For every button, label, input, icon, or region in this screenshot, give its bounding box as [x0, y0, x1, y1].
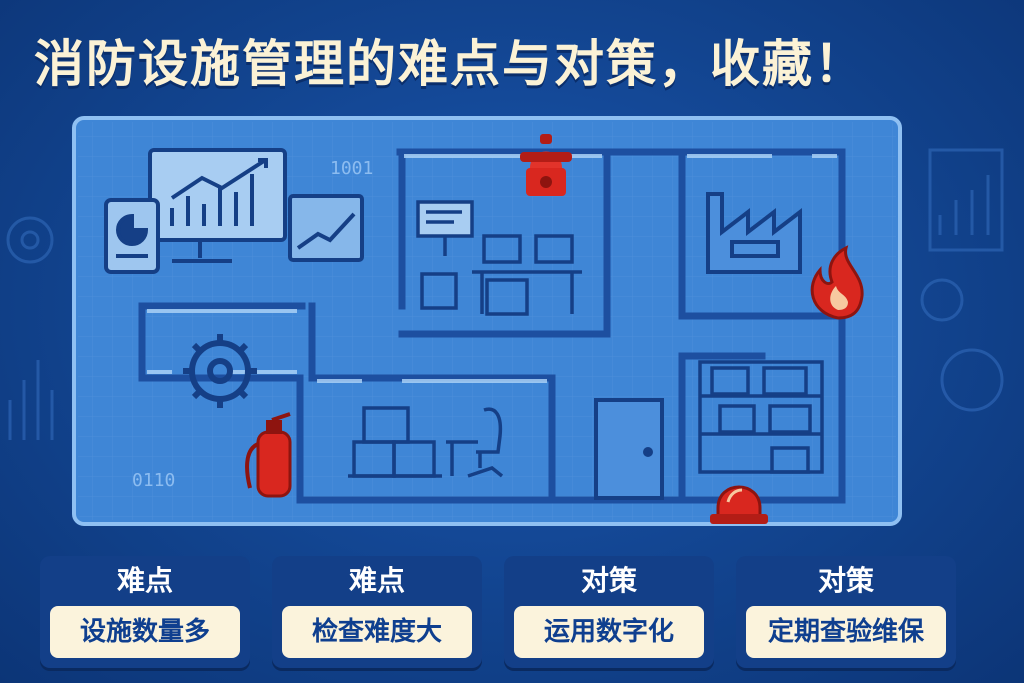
page-title: 消防设施管理的难点与对策，收藏！ — [34, 35, 866, 93]
plan-walls — [138, 148, 846, 504]
card-heading: 对策 — [817, 564, 874, 597]
flame-icon — [810, 245, 864, 320]
fire-extinguisher-icon — [245, 412, 292, 498]
gear-decor-icon — [920, 278, 964, 322]
shelf-icon — [698, 360, 824, 474]
binary-label-bottom: 0110 — [132, 470, 175, 491]
left-decoration — [6, 216, 54, 440]
alarm-decor-icon — [940, 348, 1004, 412]
alarm-light-icon — [710, 485, 768, 524]
card-solution-1: 对策 运用数字化 — [504, 556, 714, 668]
bar-decor-icon — [8, 360, 54, 440]
binary-label-top: 1001 — [330, 158, 373, 179]
card-difficulty-2: 难点 检查难度大 — [272, 556, 482, 668]
boxes-icon — [348, 406, 442, 478]
door-icon — [594, 398, 664, 500]
factory-icon — [706, 192, 802, 274]
pie-tablet-icon — [104, 198, 160, 274]
fire-hydrant-icon — [520, 134, 572, 196]
card-solution-2: 对策 定期查验维保 — [736, 556, 956, 668]
card-text: 检查难度大 — [282, 606, 472, 658]
secondary-monitor-icon — [288, 194, 364, 262]
card-text: 运用数字化 — [514, 606, 704, 658]
card-heading: 对策 — [580, 564, 637, 597]
office-desk-icon — [416, 200, 582, 316]
gear-decor-icon — [6, 216, 54, 264]
chart-decor-icon — [928, 148, 1004, 252]
card-heading: 难点 — [116, 564, 173, 597]
card-text: 设施数量多 — [50, 606, 240, 658]
card-heading: 难点 — [348, 564, 405, 597]
monitor-chart-icon — [148, 148, 287, 263]
chair-icon — [446, 407, 504, 478]
right-decoration — [920, 148, 1004, 412]
floor-plan: 1001 0110 — [72, 116, 902, 526]
card-difficulty-1: 难点 设施数量多 — [40, 556, 250, 668]
gear-icon — [183, 334, 257, 408]
card-text: 定期查验维保 — [746, 606, 946, 658]
